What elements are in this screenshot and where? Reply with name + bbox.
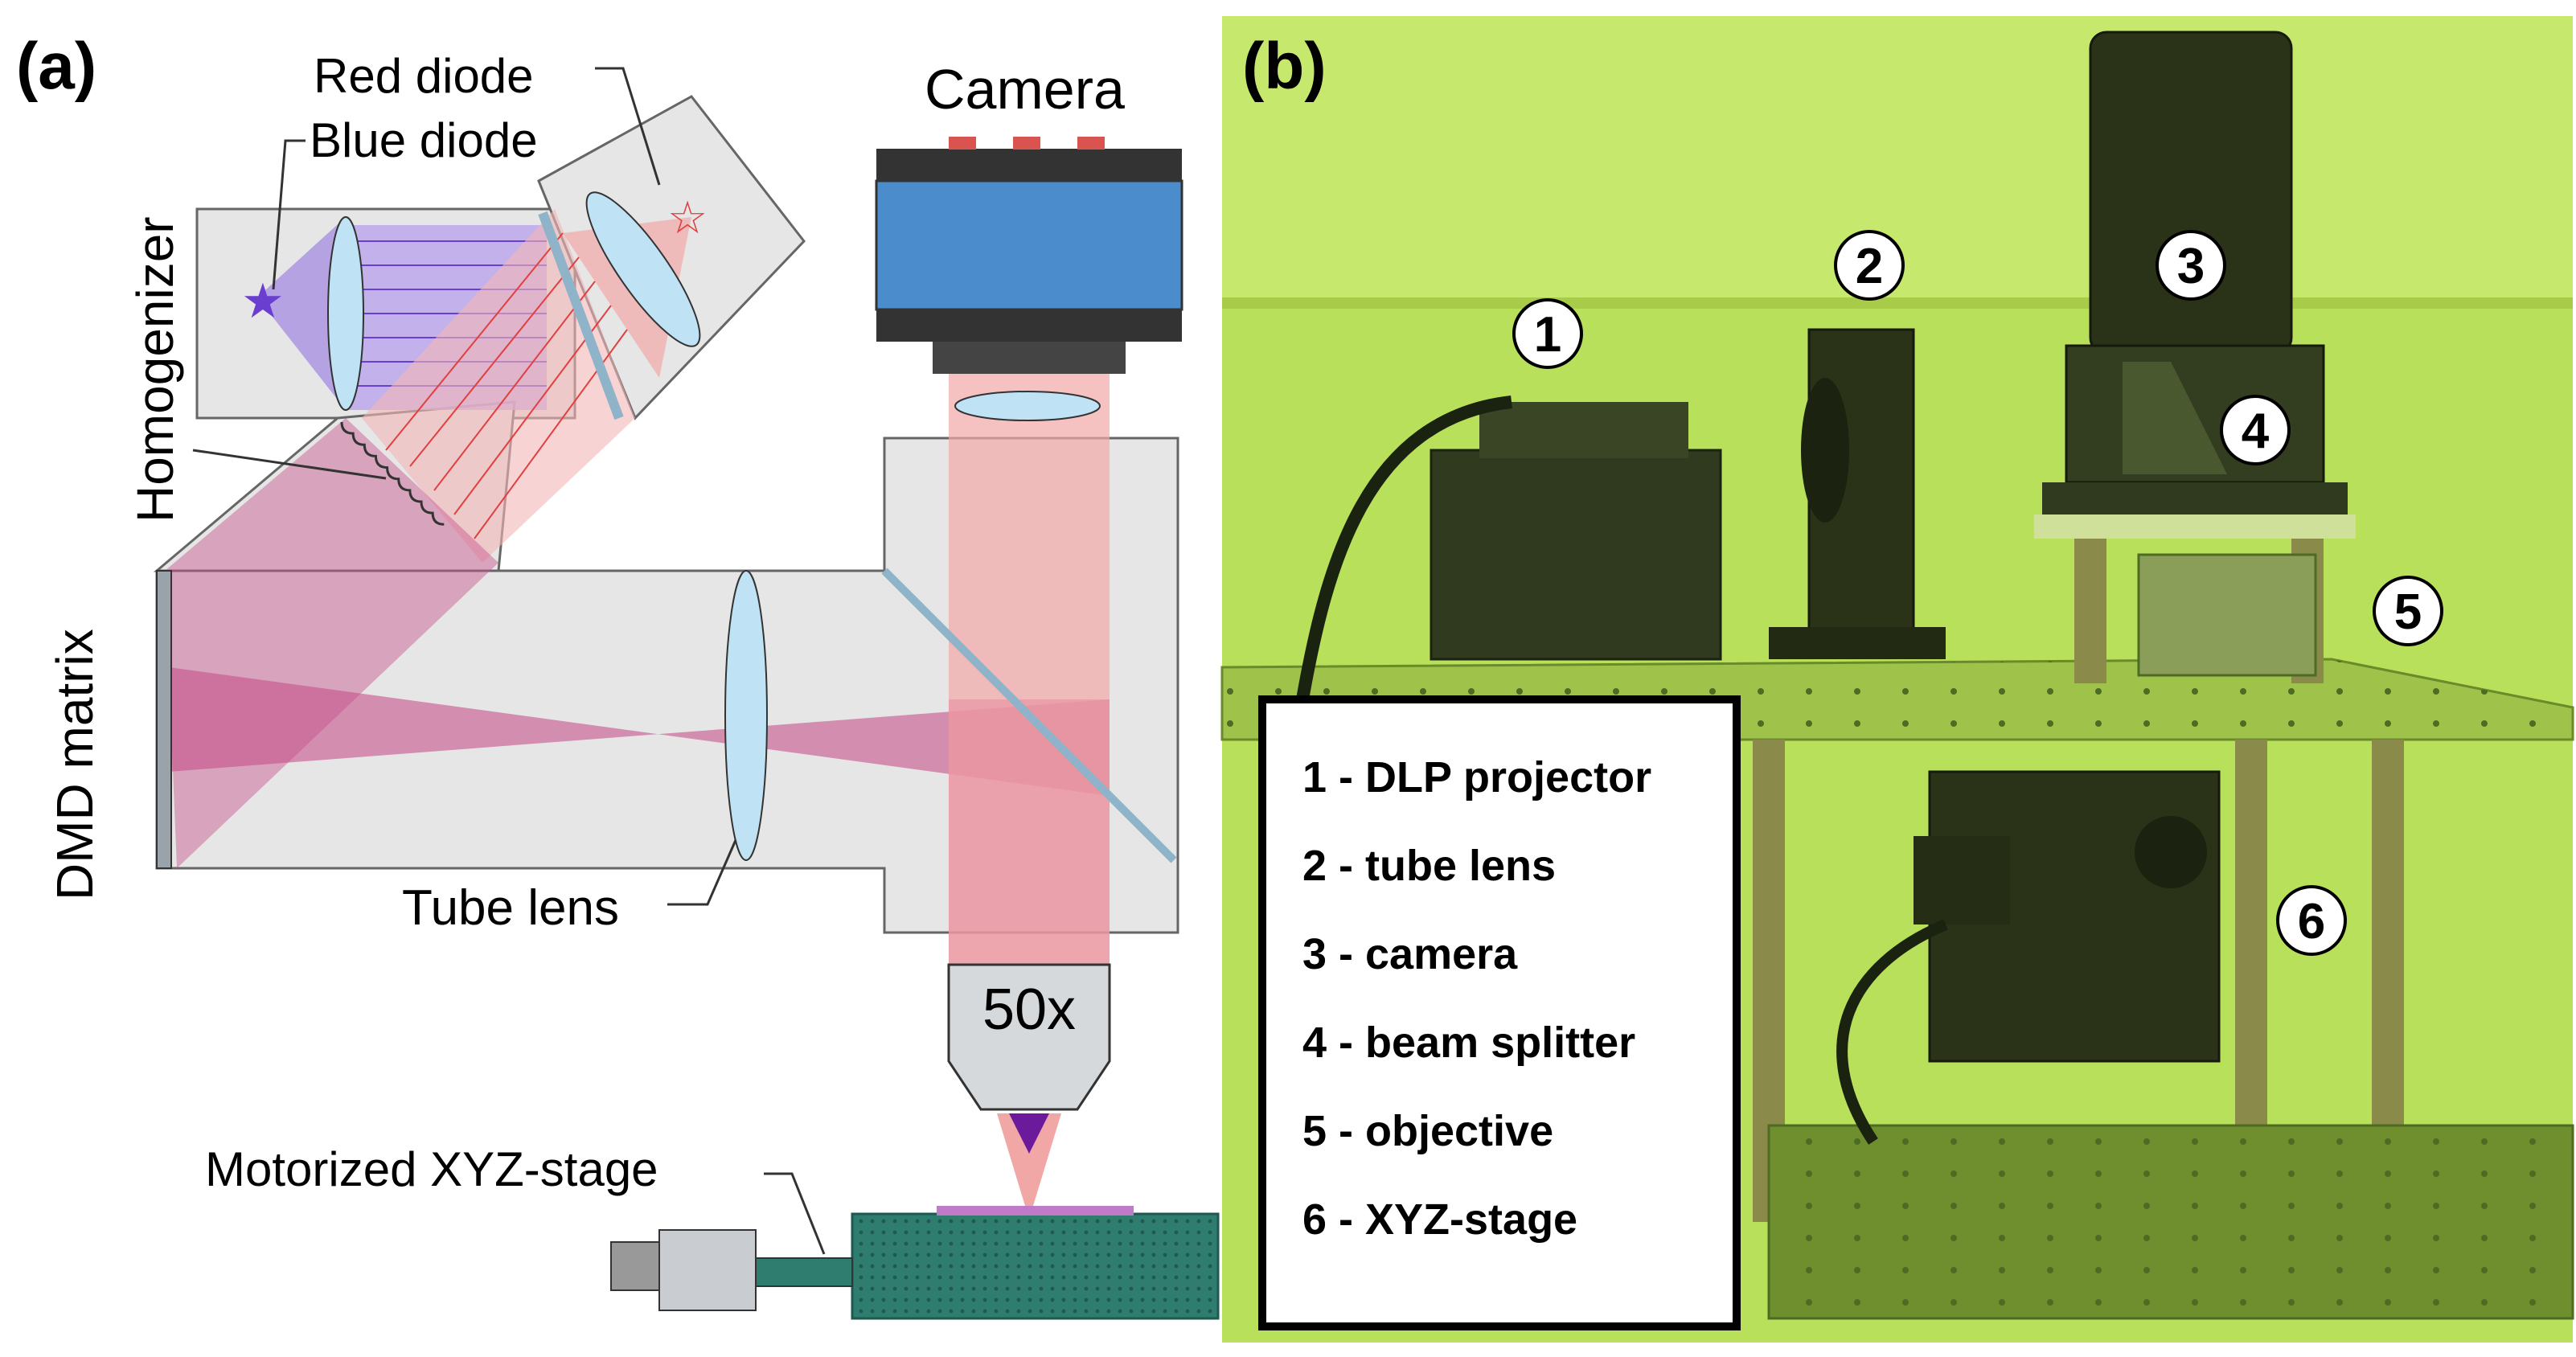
legend-item-1: 1 - DLP projector <box>1302 753 1651 801</box>
panel-a-tag: (a) <box>16 30 96 103</box>
marker-5: 5 <box>2373 576 2443 646</box>
legend-item-5: 5 - objective <box>1302 1107 1553 1155</box>
marker-1: 1 <box>1512 298 1583 369</box>
blue-diode-label: Blue diode <box>310 113 538 167</box>
light-plate <box>2034 515 2356 539</box>
xyz-stage-knob <box>2135 816 2207 888</box>
red-diode-icon: ☆ <box>667 192 708 243</box>
camera-body <box>875 179 1183 311</box>
camera-button-1 <box>949 137 976 150</box>
tube-lens-ring <box>1801 378 1849 523</box>
post-4 <box>2074 523 2106 683</box>
marker-6-text: 6 <box>2298 894 2325 949</box>
stage-top-plate <box>937 1206 1134 1216</box>
marker-4: 4 <box>2220 395 2291 465</box>
tube-lens-base <box>1769 627 1946 659</box>
camera-button-2 <box>1013 137 1040 150</box>
camera-button-3 <box>1077 137 1105 150</box>
objective-shape <box>947 963 1111 1111</box>
camera-label: Camera <box>925 58 1125 121</box>
camera-lens <box>954 391 1101 421</box>
photo-wall-rail <box>1222 297 2573 309</box>
marker-5-text: 5 <box>2394 584 2422 640</box>
panel-b: 1 2 3 4 5 6 (b) 1 - DLP projector 2 - tu… <box>1220 16 2574 1343</box>
dlp-cable <box>1296 396 1512 701</box>
camera-cylinder <box>2089 31 2293 355</box>
stage-motor-shaft <box>755 1257 853 1287</box>
tube-lens-shape <box>724 570 768 861</box>
objective-label: 50x <box>982 978 1076 1042</box>
dlp-board <box>1479 402 1688 458</box>
dmd-matrix-label: DMD matrix <box>46 629 104 900</box>
marker-3-text: 3 <box>2177 239 2205 294</box>
xyz-cable <box>1836 919 1948 1145</box>
stage-label: Motorized XYZ-stage <box>205 1142 658 1196</box>
blue-diode-icon: ★ <box>241 274 285 328</box>
leader-lines <box>192 67 826 1255</box>
marker-3: 3 <box>2156 230 2226 301</box>
homogenizer-element <box>340 421 445 526</box>
camera-top <box>876 149 1182 181</box>
beam-splitter-shape <box>881 568 1177 863</box>
marker-2: 2 <box>1834 230 1905 301</box>
marker-2-text: 2 <box>1856 239 1883 294</box>
objective-focus-beam <box>997 1113 1061 1206</box>
red-diode-label: Red diode <box>314 49 534 103</box>
magenta-beam-main <box>169 667 1110 796</box>
panel-b-tag: (b) <box>1242 30 1327 103</box>
camera-bottom <box>876 310 1182 342</box>
legend-item-2: 2 - tube lens <box>1302 842 1556 890</box>
legend-item-6: 6 - XYZ-stage <box>1302 1195 1577 1244</box>
marker-6: 6 <box>2276 885 2347 956</box>
stage-motor <box>658 1229 757 1311</box>
objective-turret <box>2137 553 2317 677</box>
marker-1-text: 1 <box>1534 307 1561 363</box>
homogenizer-lens <box>327 216 364 411</box>
base-plate-holes <box>1769 1125 2573 1318</box>
legend-item-3: 3 - camera <box>1302 930 1518 978</box>
legend-item-4: 4 - beam splitter <box>1302 1019 1635 1067</box>
beam-splitter-prism <box>2123 362 2227 474</box>
panel-a: (a) <box>16 30 1220 1320</box>
dlp-projector <box>1430 449 1722 661</box>
homogenizer-label: Homogenizer <box>126 216 184 523</box>
red-beam-parallel <box>362 209 635 563</box>
objective-focus-core <box>1009 1113 1049 1154</box>
xyz-stage-motor <box>1914 836 2010 924</box>
legend-box <box>1258 695 1741 1330</box>
camera-beam <box>949 370 1110 965</box>
camera-mount <box>933 342 1126 374</box>
marker-4-text: 4 <box>2242 404 2270 459</box>
stage-motor-knob <box>610 1241 660 1291</box>
dmd-matrix-shape <box>156 570 172 869</box>
red-diode-lens <box>585 191 701 347</box>
blue-beam <box>257 217 346 410</box>
stage-shape <box>851 1212 1220 1320</box>
dichroic-mirror <box>538 211 624 420</box>
tube-lens-label: Tube lens <box>402 880 619 936</box>
